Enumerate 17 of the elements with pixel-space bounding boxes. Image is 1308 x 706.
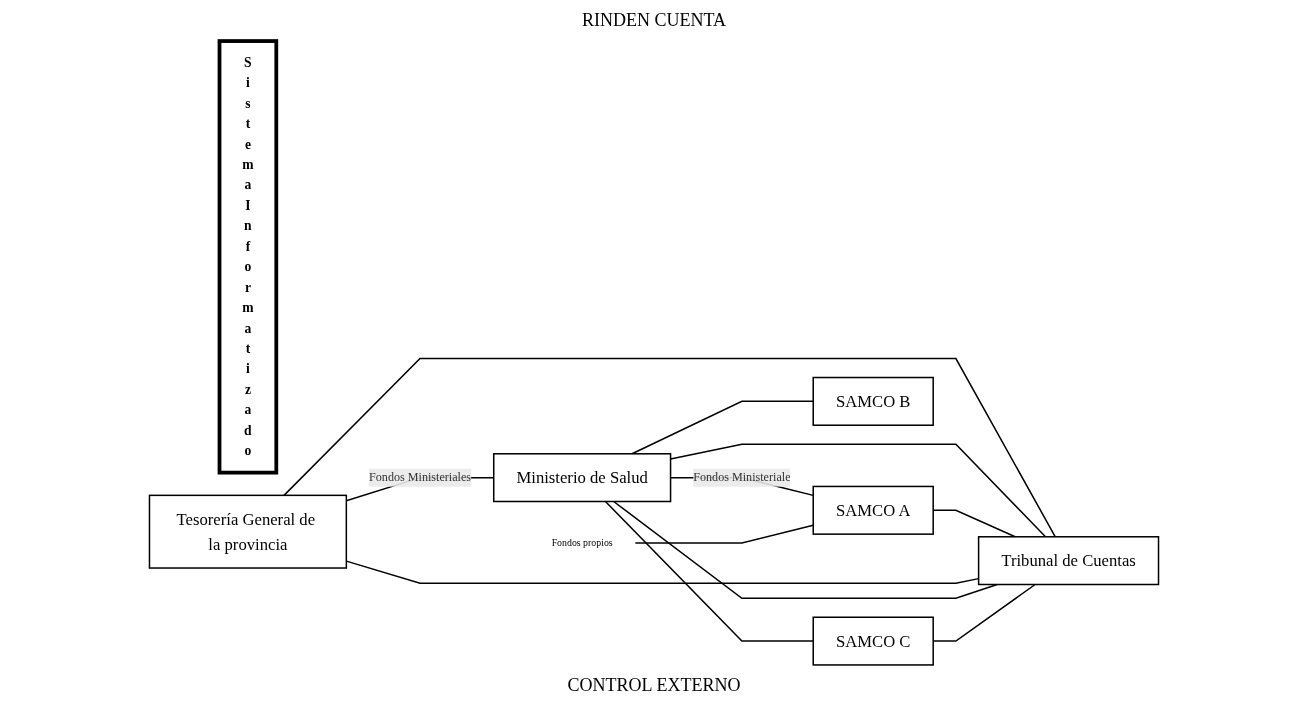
node-box: SAMCO A	[812, 485, 934, 535]
connector	[612, 500, 998, 600]
connector	[634, 524, 814, 544]
edge-label: Fondos Ministeriale	[693, 470, 791, 484]
node-box: SistemaInformatizado	[217, 39, 279, 475]
note-label: RINDEN CUENTA	[581, 10, 726, 31]
note-label: CONTROL EXTERNO	[567, 675, 741, 696]
node-box: Ministerio de Salud	[492, 453, 672, 503]
node-box: SAMCO B	[812, 376, 934, 426]
node-text: Fondos propios	[551, 537, 613, 549]
connector	[283, 357, 1057, 538]
node-box: Tribunal de Cuentas	[977, 536, 1160, 586]
node-box: SAMCO C	[812, 616, 934, 666]
node-box: Tesorería General de la provincia	[148, 494, 348, 569]
edge-label: Fondos Ministeriales	[369, 470, 472, 484]
connector	[604, 500, 814, 642]
connector	[631, 400, 814, 455]
